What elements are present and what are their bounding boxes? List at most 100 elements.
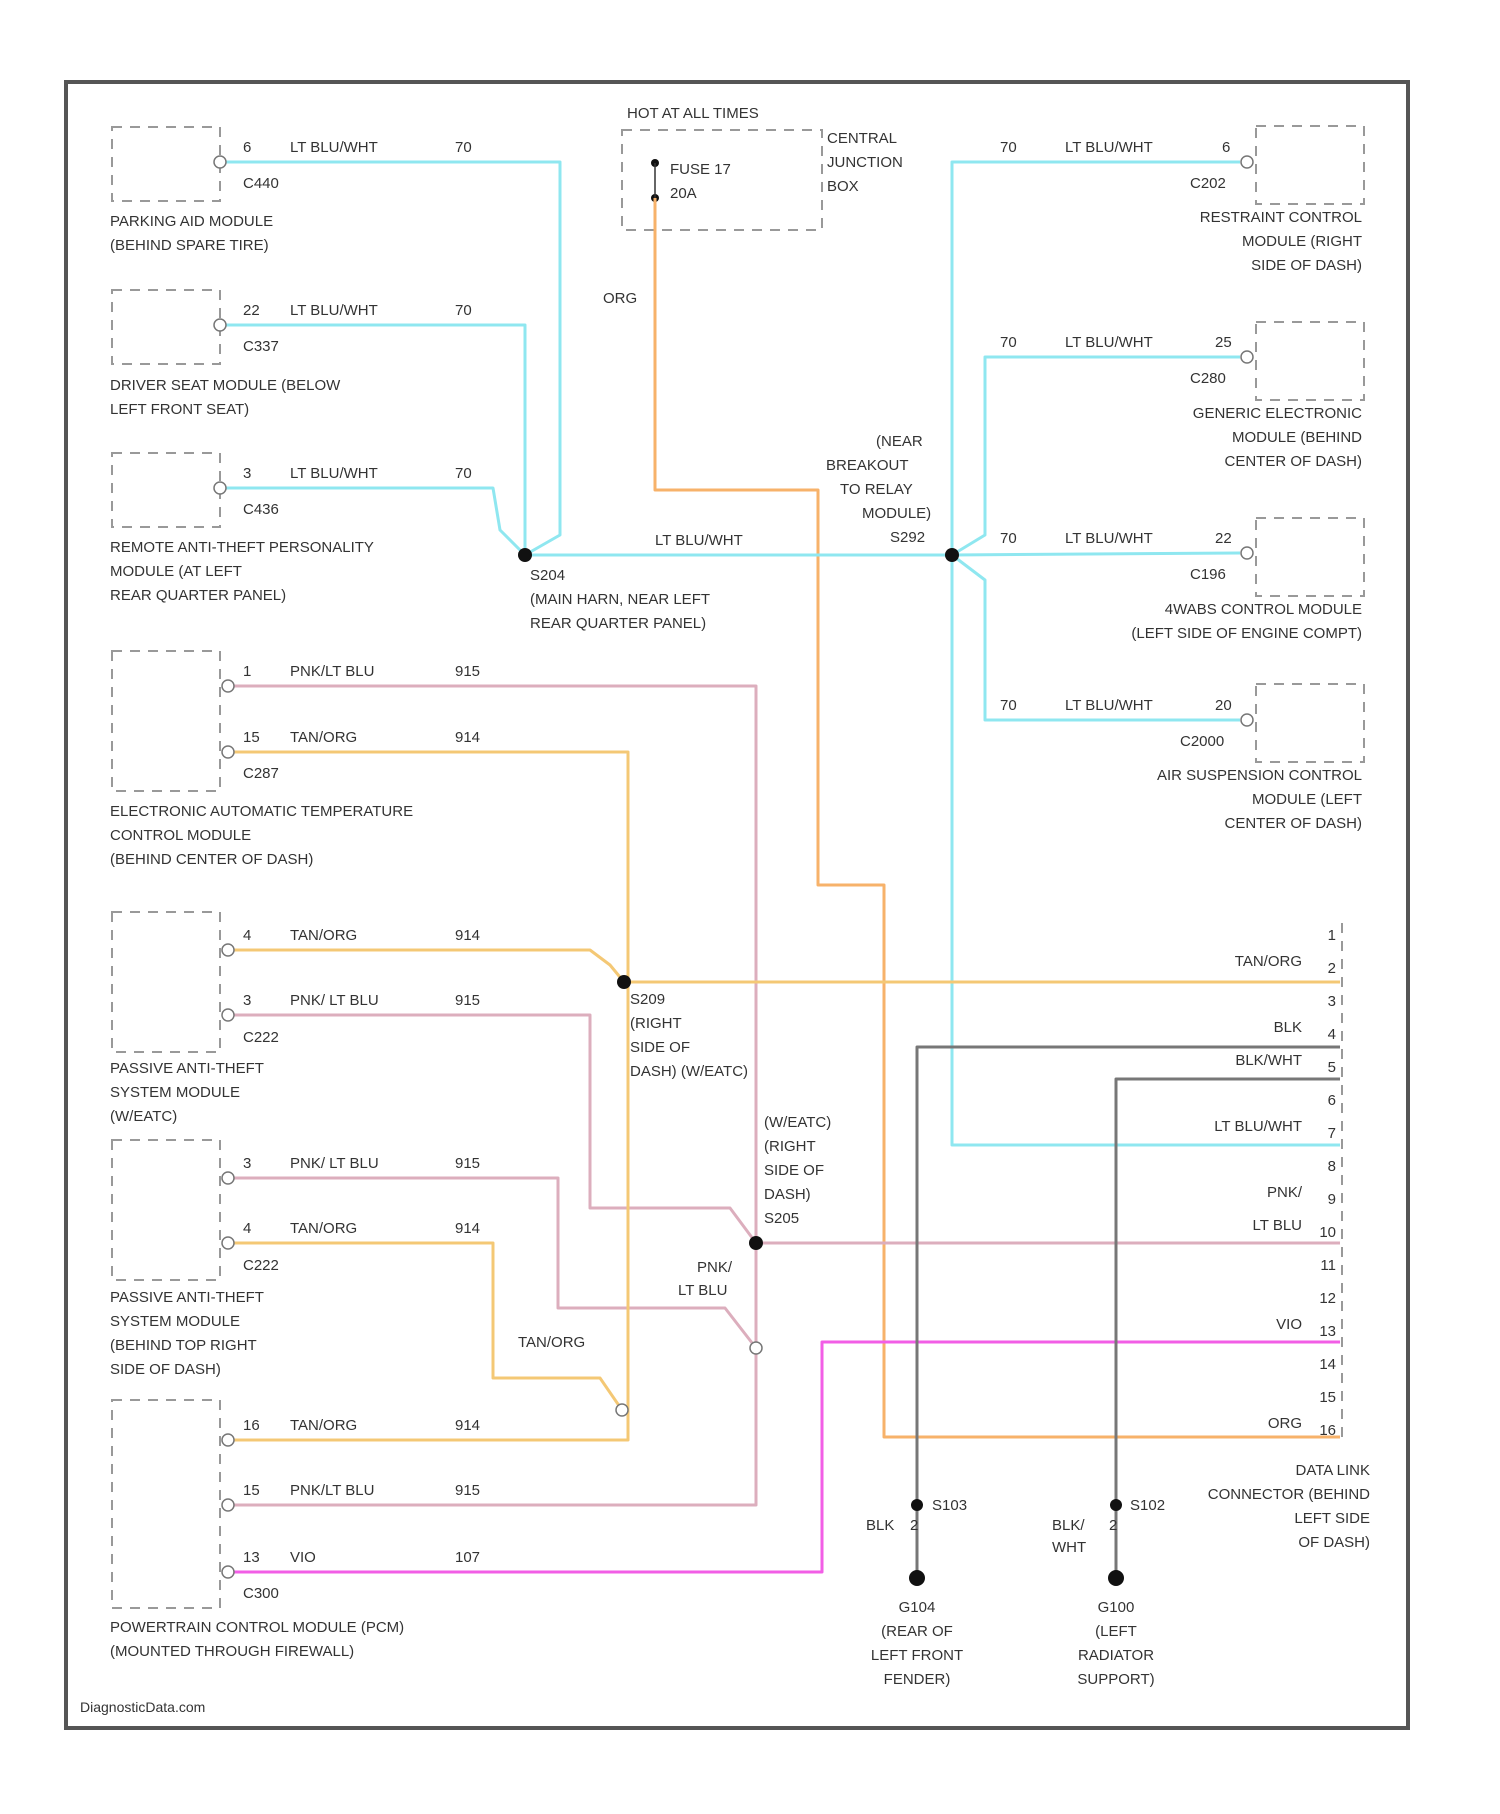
pats-wabatc-name-2: SYSTEM MODULE [110, 1084, 240, 1101]
pats-wabatc-pin3-num: 3 [243, 992, 251, 1009]
g100-ground-dot [1108, 1570, 1124, 1586]
pcm-pin-13 [222, 1566, 234, 1578]
pcm-pin13-circuit: 107 [455, 1549, 480, 1566]
driver-seat-pin-num: 22 [243, 302, 260, 319]
dlc-name-1: DATA LINK [1296, 1462, 1370, 1479]
tan-inline-connector [616, 1404, 628, 1416]
g104-name-4: FENDER) [884, 1671, 951, 1688]
eatc-pin15-num: 15 [243, 729, 260, 746]
hot-at-all-times-label: HOT AT ALL TIMES [627, 105, 759, 122]
restraint-name-2: MODULE (RIGHT [1242, 233, 1362, 250]
gem-name-1: GENERIC ELECTRONIC [1193, 405, 1362, 422]
pcm-pin15-num: 15 [243, 1482, 260, 1499]
pats-wabatc-name-1: PASSIVE ANTI-THEFT [110, 1060, 264, 1077]
pats-wabatc-name-3: (W/EATC) [110, 1108, 177, 1125]
pats-wabatc-pin-4 [222, 944, 234, 956]
mid-pnk-label-2: LT BLU [678, 1282, 727, 1299]
splice-s204-dot [518, 548, 532, 562]
air-suspension-name-2: MODULE (LEFT [1252, 791, 1362, 808]
splice-s292-dot [945, 548, 959, 562]
eatc-name-1: ELECTRONIC AUTOMATIC TEMPERATURE [110, 803, 413, 820]
s204-label-2: (MAIN HARN, NEAR LEFT [530, 591, 710, 608]
pcm-pin13-num: 13 [243, 1549, 260, 1566]
s209-label-1: S209 [630, 991, 665, 1008]
eatc-pin-1 [222, 680, 234, 692]
parking-aid-module-box [112, 127, 220, 201]
cjb-label-2: JUNCTION [827, 154, 903, 171]
dlc-pin-15: 15 [1319, 1389, 1336, 1406]
s209-label-3: SIDE OF [630, 1039, 690, 1056]
s292-label-4: MODULE) [862, 505, 931, 522]
pats-noeatc-pin4-wire: TAN/ORG [290, 1220, 357, 1237]
s292-label-5: S292 [890, 529, 925, 546]
g104-name-3: LEFT FRONT [871, 1647, 963, 1664]
splice-s209-dot [617, 975, 631, 989]
pcm-pin16-circuit: 914 [455, 1417, 480, 1434]
tan-wire-pats-wabatc [228, 950, 624, 982]
restraint-name-1: RESTRAINT CONTROL [1200, 209, 1362, 226]
restraint-pin-num: 6 [1222, 139, 1230, 156]
eatc-pin15-circuit: 914 [455, 729, 480, 746]
dlc-pin-2-wire: TAN/ORG [1235, 953, 1302, 970]
4wabs-pin-num: 22 [1215, 530, 1232, 547]
parking-aid-pin [214, 156, 226, 168]
4wabs-pin [1241, 547, 1253, 559]
dlc-name-3: LEFT SIDE [1294, 1510, 1370, 1527]
s103-label: S103 [932, 1497, 967, 1514]
pats-noeatc-pin4-num: 4 [243, 1220, 251, 1237]
eatc-pin1-num: 1 [243, 663, 251, 680]
driver-seat-module-box [112, 290, 220, 364]
restraint-circuit: 70 [1000, 139, 1017, 156]
s102-label: S102 [1130, 1497, 1165, 1514]
parking-aid-name-2: (BEHIND SPARE TIRE) [110, 237, 269, 254]
fuse-label: FUSE 17 [670, 161, 731, 178]
remote-anti-theft-pin [214, 482, 226, 494]
dlc-pin-12: 12 [1319, 1290, 1336, 1307]
air-suspension-connector: C2000 [1180, 733, 1224, 750]
pats-wabatc-pin3-circuit: 915 [455, 992, 480, 1009]
g100-name-4: SUPPORT) [1077, 1671, 1154, 1688]
dlc-pin-1: 1 [1328, 927, 1336, 944]
g104-wire-label: BLK [866, 1517, 894, 1534]
4wabs-module-box [1256, 518, 1364, 596]
driver-seat-wire: LT BLU/WHT [290, 302, 378, 319]
4wabs-name-2: (LEFT SIDE OF ENGINE COMPT) [1131, 625, 1362, 642]
pats-noeatc-connector: C222 [243, 1257, 279, 1274]
4wabs-connector: C196 [1190, 566, 1226, 583]
g100-pin-label: 2 [1109, 1517, 1117, 1534]
pcm-pin-15 [222, 1499, 234, 1511]
parking-aid-connector: C440 [243, 175, 279, 192]
dlc-pin-5-wire: BLK/WHT [1235, 1052, 1302, 1069]
pats-noeatc-name-3: (BEHIND TOP RIGHT [110, 1337, 257, 1354]
air-suspension-name-1: AIR SUSPENSION CONTROL [1157, 767, 1362, 784]
pcm-pin15-circuit: 915 [455, 1482, 480, 1499]
pats-noeatc-name-1: PASSIVE ANTI-THEFT [110, 1289, 264, 1306]
dlc-pin-16-wire: ORG [1268, 1415, 1302, 1432]
pats-wabatc-connector: C222 [243, 1029, 279, 1046]
dlc-pin-14: 14 [1319, 1356, 1336, 1373]
g100-name-2: (LEFT [1095, 1623, 1137, 1640]
org-wire-label: ORG [603, 290, 637, 307]
pcm-pin16-wire: TAN/ORG [290, 1417, 357, 1434]
s205-label-5: S205 [764, 1210, 799, 1227]
g100-name-3: RADIATOR [1078, 1647, 1154, 1664]
pats-wabatc-pin-3 [222, 1009, 234, 1021]
pats-wabatc-pin4-num: 4 [243, 927, 251, 944]
parking-aid-name-1: PARKING AID MODULE [110, 213, 273, 230]
pats-wabatc-pin4-circuit: 914 [455, 927, 480, 944]
gem-pin [1241, 351, 1253, 363]
dlc-pin-13-wire: VIO [1276, 1316, 1302, 1333]
parking-aid-circuit: 70 [455, 139, 472, 156]
4wabs-circuit: 70 [1000, 530, 1017, 547]
remote-anti-theft-name-2: MODULE (AT LEFT [110, 563, 242, 580]
blu-wire-restraint [952, 162, 1340, 1145]
gem-pin-num: 25 [1215, 334, 1232, 351]
pats-wabatc-pin3-wire: PNK/ LT BLU [290, 992, 379, 1009]
eatc-pin1-wire: PNK/LT BLU [290, 663, 374, 680]
eatc-pin-15 [222, 746, 234, 758]
dlc-pin-2: 2 [1328, 960, 1336, 977]
remote-anti-theft-wire: LT BLU/WHT [290, 465, 378, 482]
restraint-connector: C202 [1190, 175, 1226, 192]
pats-noeatc-module-box [112, 1140, 220, 1280]
pats-noeatc-pin-4 [222, 1237, 234, 1249]
